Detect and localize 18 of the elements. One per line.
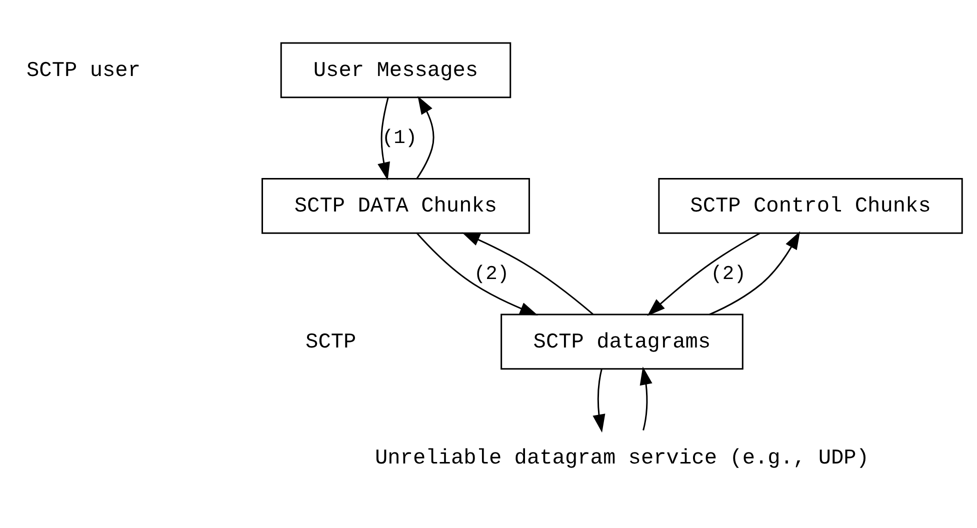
- node-text: Unreliable datagram service (e.g., UDP): [374, 446, 870, 470]
- label: SCTP user: [26, 58, 141, 83]
- label: SCTP: [306, 330, 356, 354]
- node-box: SCTP datagrams: [500, 314, 744, 370]
- node-box: User Messages: [280, 42, 512, 98]
- edge-label: (2): [710, 262, 746, 285]
- edge-label: (1): [382, 127, 418, 150]
- arrow: [416, 232, 538, 316]
- node-box: SCTP DATA Chunks: [262, 178, 530, 234]
- arrow: [647, 232, 760, 316]
- arrow: [592, 368, 606, 433]
- edge-label: (2): [474, 262, 510, 285]
- arrow: [378, 97, 390, 180]
- node-box: SCTP Control Chunks: [658, 178, 963, 234]
- arrow: [416, 96, 434, 180]
- arrow: [462, 232, 594, 315]
- arrow: [640, 366, 652, 431]
- arrow: [709, 231, 800, 316]
